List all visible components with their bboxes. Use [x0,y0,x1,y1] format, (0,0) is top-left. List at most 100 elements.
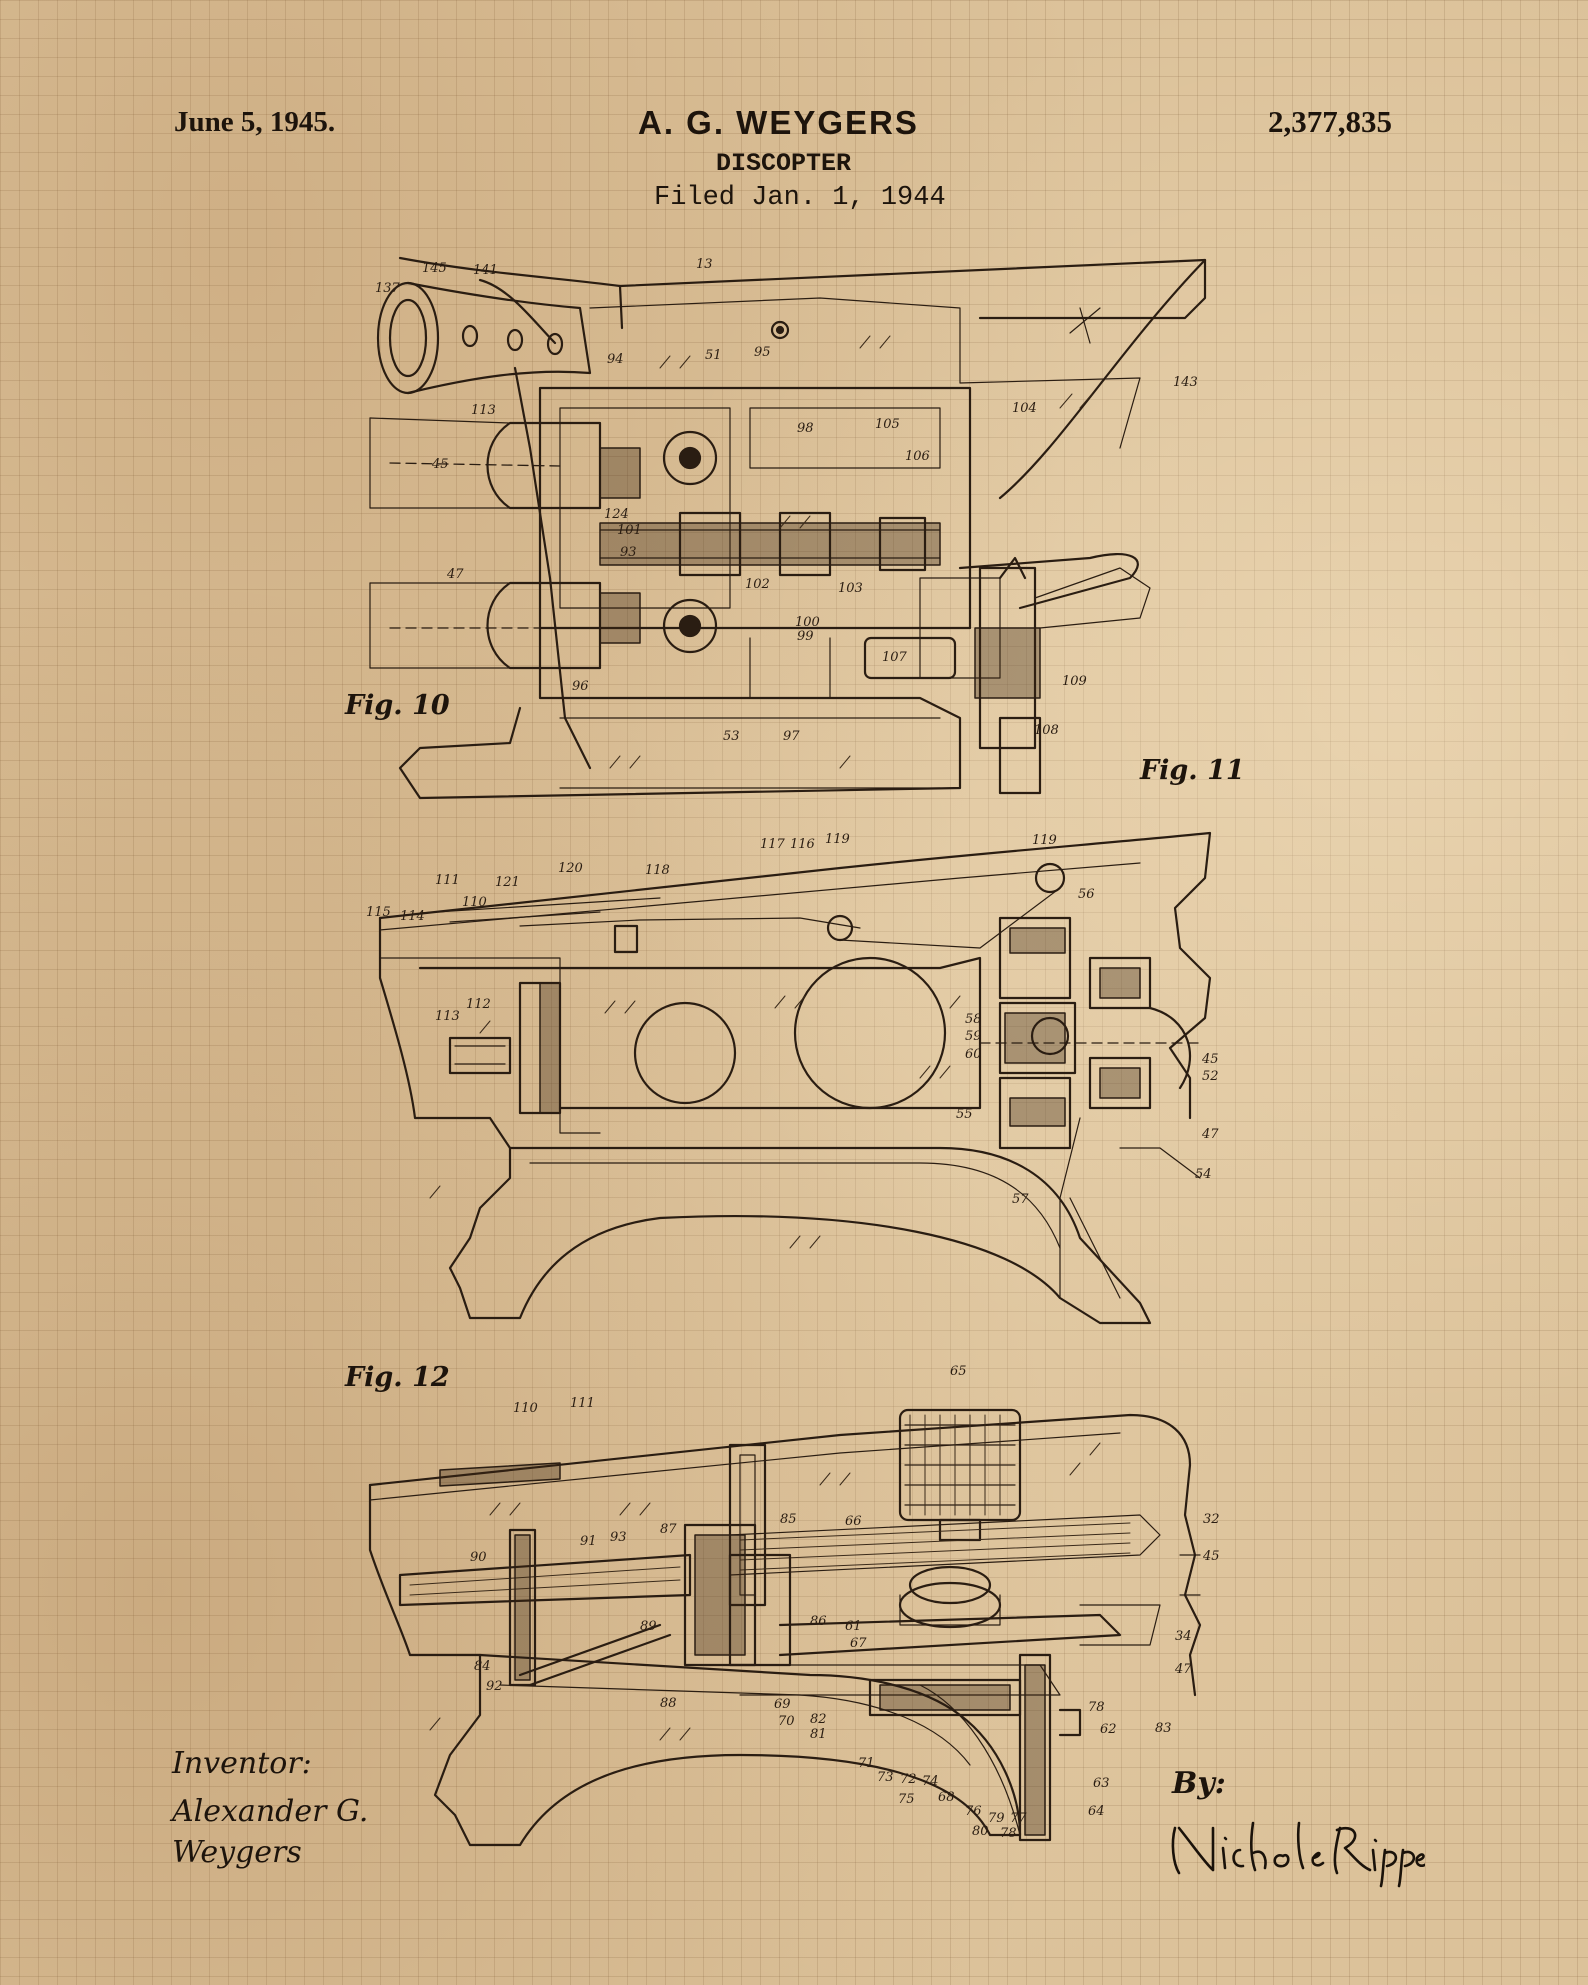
svg-text:59: 59 [965,1029,982,1044]
svg-text:86: 86 [810,1614,827,1629]
svg-text:121: 121 [495,875,520,890]
svg-text:70: 70 [778,1714,795,1729]
svg-text:65: 65 [950,1364,967,1379]
svg-text:107: 107 [882,650,908,665]
svg-text:68: 68 [938,1790,955,1805]
svg-text:58: 58 [965,1012,982,1027]
svg-text:111: 111 [570,1396,595,1411]
figure-11-drawing: 119 117 116 119 118 121 120 111 110 114 115 113 1… [366,831,1219,1325]
svg-text:106: 106 [905,449,930,464]
svg-text:64: 64 [1088,1804,1105,1819]
svg-text:84: 84 [474,1659,491,1674]
svg-text:94: 94 [607,352,624,367]
svg-text:99: 99 [797,629,814,644]
svg-text:73: 73 [877,1770,894,1785]
svg-text:72: 72 [900,1772,917,1787]
svg-text:113: 113 [435,1009,460,1024]
svg-text:100: 100 [795,615,820,630]
svg-text:63: 63 [1093,1776,1110,1791]
svg-text:102: 102 [745,577,770,592]
svg-text:55: 55 [956,1107,973,1122]
svg-text:52: 52 [1202,1069,1219,1084]
svg-text:98: 98 [797,421,814,436]
svg-text:145: 145 [422,261,447,276]
svg-text:45: 45 [1201,1052,1219,1067]
svg-text:71: 71 [858,1756,875,1771]
svg-text:56: 56 [1078,887,1095,902]
inventor-name-line2: Weygers [172,1835,302,1870]
svg-text:88: 88 [660,1696,677,1711]
svg-text:53: 53 [723,729,740,744]
patent-title: DISCOPTER [716,149,852,178]
patent-number: 2,377,835 [1268,104,1392,139]
svg-text:95: 95 [754,345,771,360]
svg-text:62: 62 [1100,1722,1117,1737]
inventor-name-line1: Alexander G. [172,1794,369,1829]
svg-text:45: 45 [431,457,449,472]
svg-text:51: 51 [705,348,722,363]
svg-text:61: 61 [845,1619,862,1634]
svg-text:93: 93 [620,545,637,560]
attorney-label: By: [1172,1766,1226,1801]
figure-10-label: Fig. 10 [345,690,450,721]
svg-text:76: 76 [965,1804,982,1819]
svg-text:120: 120 [558,861,583,876]
svg-text:116: 116 [790,837,815,852]
svg-text:78: 78 [1000,1826,1017,1841]
svg-text:82: 82 [810,1712,827,1727]
svg-text:77: 77 [1010,1811,1027,1826]
svg-text:66: 66 [845,1514,862,1529]
svg-text:104: 104 [1012,401,1037,416]
svg-text:119: 119 [825,832,850,847]
svg-text:85: 85 [780,1512,797,1527]
svg-text:80: 80 [972,1824,989,1839]
svg-text:69: 69 [774,1697,791,1712]
inventor-header: A. G. WEYGERS [638,104,919,141]
svg-text:141: 141 [473,263,498,278]
svg-text:114: 114 [400,909,425,924]
attorney-signature [1171,1821,1425,1888]
svg-text:96: 96 [572,679,589,694]
svg-text:112: 112 [466,997,491,1012]
svg-text:75: 75 [898,1792,915,1807]
figure-11-label: Fig. 11 [1140,755,1245,786]
svg-text:110: 110 [462,895,487,910]
svg-text:108: 108 [1034,723,1059,738]
svg-text:119: 119 [1032,833,1057,848]
svg-text:57: 57 [1012,1192,1029,1207]
svg-text:47: 47 [1201,1127,1219,1142]
svg-text:118: 118 [645,863,670,878]
svg-text:111: 111 [435,873,460,888]
svg-text:103: 103 [838,581,863,596]
filed-date: Filed Jan. 1, 1944 [654,183,946,213]
svg-text:109: 109 [1062,674,1087,689]
svg-text:117: 117 [760,837,786,852]
svg-text:45: 45 [1202,1549,1220,1564]
inventor-label: Inventor: [172,1746,312,1781]
svg-text:93: 93 [610,1530,627,1545]
svg-text:87: 87 [660,1522,677,1537]
svg-text:91: 91 [580,1534,597,1549]
svg-text:47: 47 [446,567,464,582]
svg-text:110: 110 [513,1401,538,1416]
svg-text:47: 47 [1174,1662,1192,1677]
svg-text:32: 32 [1203,1512,1220,1527]
svg-text:97: 97 [783,729,800,744]
patent-date: June 5, 1945. [174,106,336,138]
svg-text:83: 83 [1155,1721,1172,1736]
svg-text:90: 90 [470,1550,487,1565]
svg-text:124: 124 [604,507,629,522]
svg-text:101: 101 [617,523,642,538]
svg-text:115: 115 [366,905,391,920]
svg-text:105: 105 [875,417,900,432]
svg-text:113: 113 [471,403,496,418]
svg-text:79: 79 [988,1811,1005,1826]
svg-text:60: 60 [965,1047,982,1062]
svg-text:89: 89 [640,1619,657,1634]
svg-text:143: 143 [1173,375,1198,390]
figure-12-label: Fig. 12 [345,1362,450,1393]
svg-text:81: 81 [810,1727,827,1742]
svg-text:74: 74 [922,1774,939,1789]
svg-text:78: 78 [1088,1700,1105,1715]
